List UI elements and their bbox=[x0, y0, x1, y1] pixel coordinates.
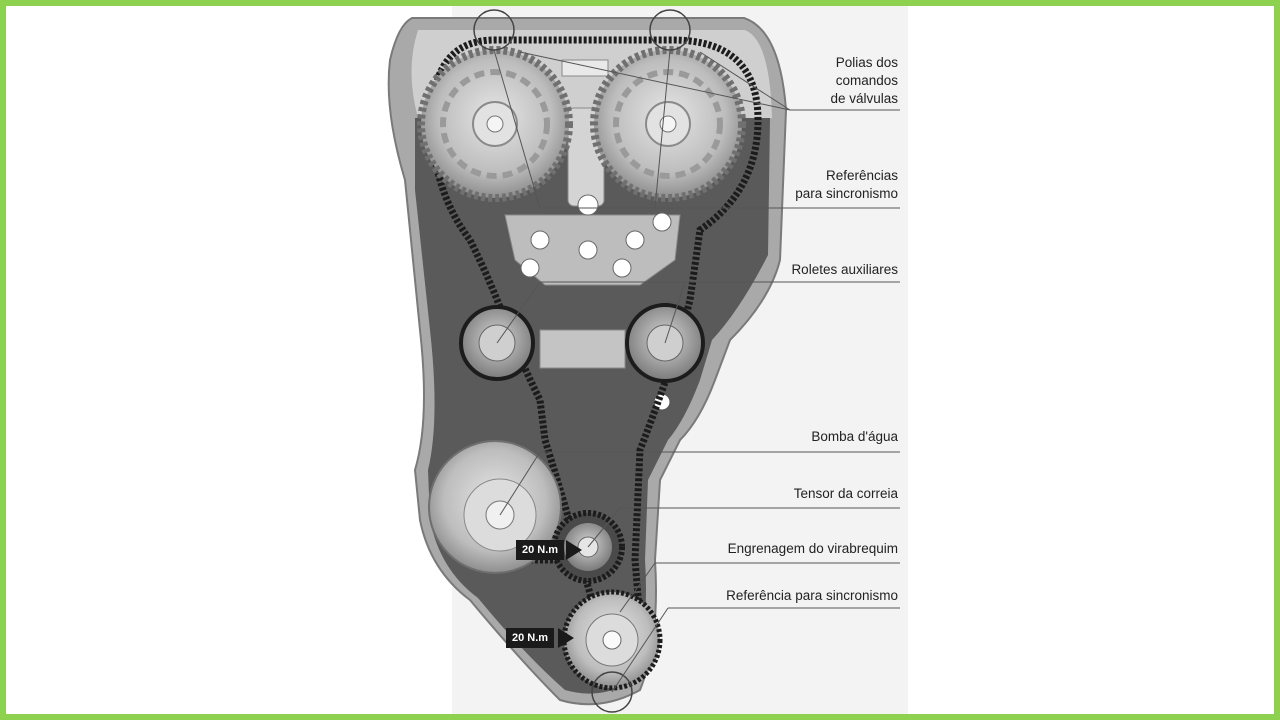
leader-rollers-2 bbox=[496, 281, 541, 344]
label-sync-references: Referências para sincronismo bbox=[795, 167, 898, 203]
label-sync-line2: para sincronismo bbox=[795, 186, 898, 201]
lower-link bbox=[539, 329, 626, 369]
torque-arrow-tensioner bbox=[566, 540, 582, 560]
torque-label-crank: 20 N.m bbox=[506, 628, 555, 648]
torque-label-tensioner: 20 N.m bbox=[516, 540, 565, 560]
bracket-bolt-4 bbox=[625, 230, 645, 250]
crankshaft-bolt bbox=[602, 630, 622, 650]
leader-crank-2 bbox=[619, 562, 656, 613]
label-sync-reference: Referência para sincronismo bbox=[726, 588, 898, 603]
leader-rollers-3 bbox=[664, 281, 686, 344]
bracket-bolt-1 bbox=[577, 194, 599, 216]
left-cam-pulley-ring bbox=[440, 69, 550, 179]
bracket-bolt-3 bbox=[578, 240, 598, 260]
label-aux-rollers: Roletes auxiliares bbox=[791, 262, 898, 277]
label-camshaft-pulleys: Polias dos comandos de válvulas bbox=[830, 54, 898, 108]
bracket-bolt-5 bbox=[652, 212, 672, 232]
bracket-bolt-6 bbox=[520, 258, 540, 278]
leader-sync-2 bbox=[493, 49, 541, 209]
leader-cam-2 bbox=[519, 51, 791, 111]
leader-syncref-2 bbox=[611, 607, 669, 693]
bracket-bolt-7 bbox=[612, 258, 632, 278]
leader-sync-3 bbox=[654, 49, 671, 209]
sync-mark-crank bbox=[591, 671, 633, 713]
right-cam-bolt bbox=[659, 115, 677, 133]
label-camshaft-line3: de válvulas bbox=[830, 91, 898, 106]
label-sync-line1: Referências bbox=[825, 168, 898, 183]
label-camshaft-line1: Polias dos bbox=[835, 55, 898, 70]
leader-pump-2 bbox=[499, 451, 541, 516]
label-belt-tensioner: Tensor da correia bbox=[793, 486, 898, 501]
label-camshaft-line2: comandos bbox=[835, 73, 898, 88]
torque-arrow-crank bbox=[558, 628, 574, 648]
bracket-bolt-2 bbox=[530, 230, 550, 250]
leader-tensioner-2 bbox=[587, 507, 621, 548]
left-cam-bolt bbox=[486, 115, 504, 133]
leader-cam-3 bbox=[699, 51, 791, 111]
label-crank-gear: Engrenagem do virabrequim bbox=[727, 541, 898, 556]
label-water-pump: Bomba d'água bbox=[811, 429, 898, 444]
